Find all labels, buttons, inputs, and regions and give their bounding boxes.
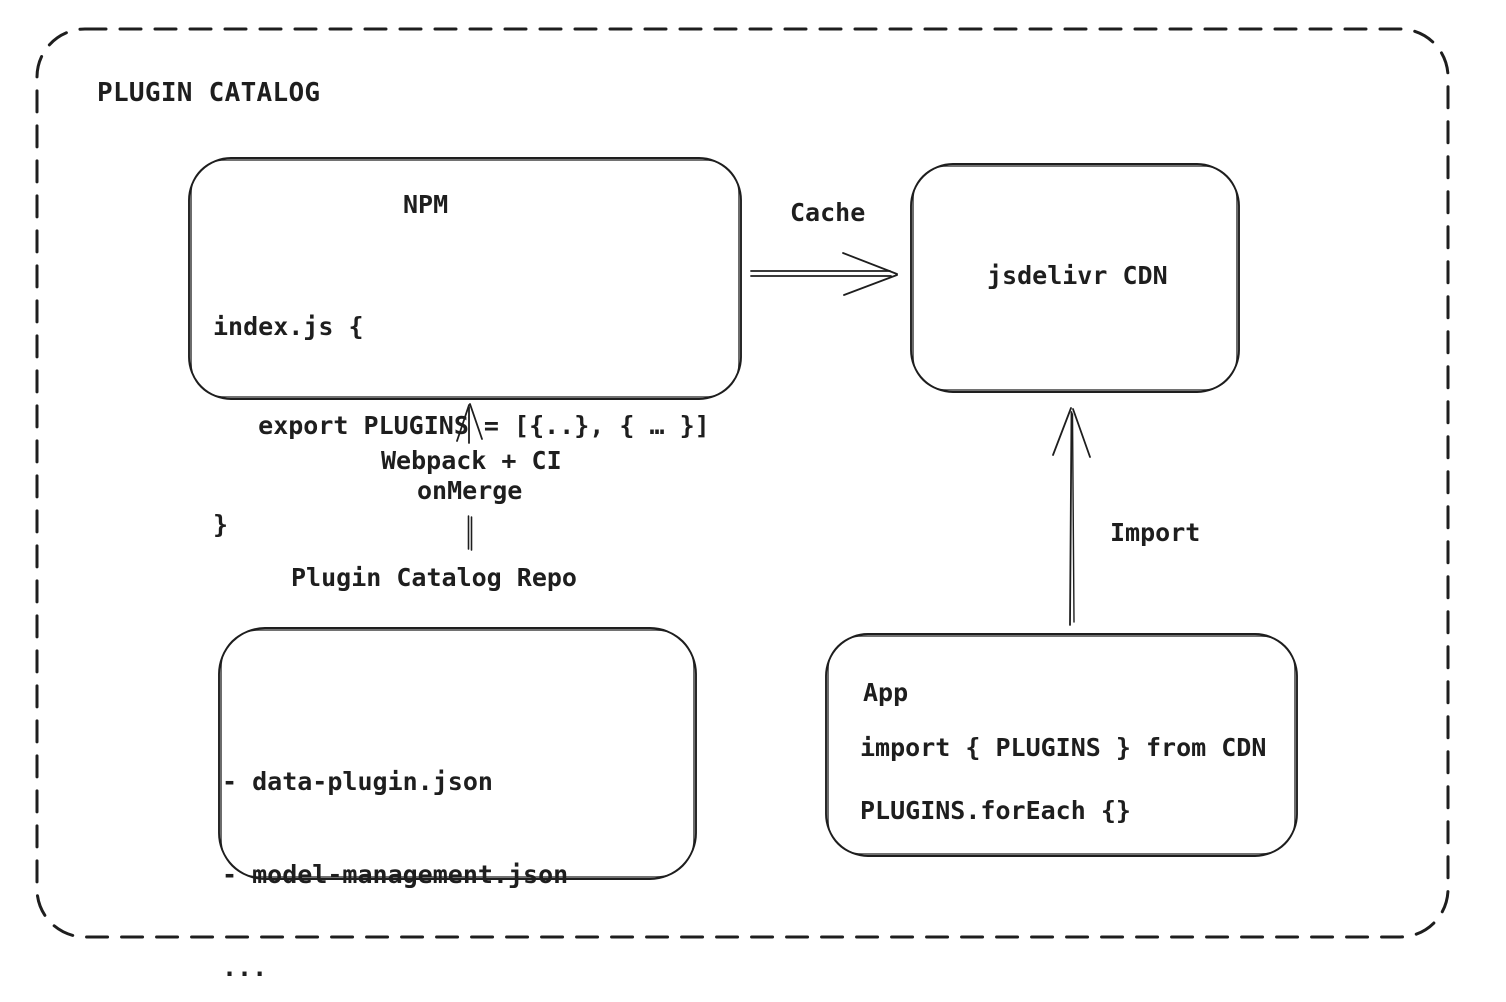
build-arrow-label-line2: onMerge: [417, 476, 523, 505]
repo-box: [218, 627, 697, 880]
repo-file-item: ...: [222, 953, 268, 982]
cache-arrow-label: Cache: [790, 198, 866, 227]
npm-box-title: NPM: [403, 190, 449, 219]
diagram-title: PLUGIN CATALOG: [97, 78, 321, 108]
app-box: [825, 633, 1298, 857]
catalog-boundary-frame: [35, 27, 1450, 939]
npm-code-line: }: [213, 510, 229, 539]
repo-file-item: - model-management.json: [222, 860, 569, 889]
build-arrow: [456, 403, 483, 551]
cdn-box-label: jsdelivr CDN: [987, 261, 1168, 290]
import-arrow: [1052, 407, 1091, 626]
repo-box-label: Plugin Catalog Repo: [291, 563, 577, 592]
repo-file-list: - data-plugin.json - model-management.js…: [222, 704, 568, 1002]
cdn-box: [910, 163, 1240, 393]
build-arrow-label-line1: Webpack + CI: [381, 446, 562, 475]
npm-code-block: index.js { export PLUGINS = [{..}, { … }…: [213, 244, 710, 607]
repo-file-item: - data-plugin.json: [222, 767, 493, 796]
npm-code-line: export PLUGINS = [{..}, { … }]: [213, 411, 710, 440]
import-arrow-label: Import: [1110, 518, 1201, 547]
cache-arrow: [750, 252, 898, 296]
app-code-line: import { PLUGINS } from CDN: [860, 733, 1267, 762]
app-code-line: PLUGINS.forEach {}: [860, 796, 1131, 825]
app-box-title: App: [863, 678, 909, 707]
npm-code-line: index.js {: [213, 312, 364, 341]
npm-box: [188, 157, 742, 400]
